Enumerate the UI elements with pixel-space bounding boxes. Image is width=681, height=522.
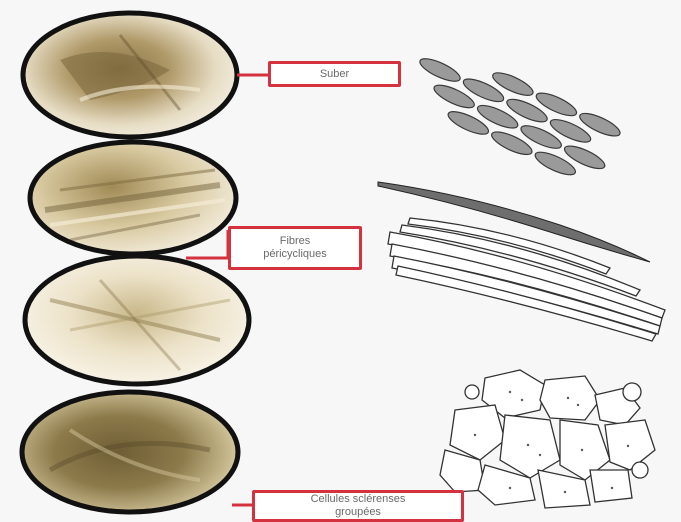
micrograph-fibres-1: [30, 142, 236, 254]
label-cellules-line1: Cellules sclérenses: [311, 493, 406, 506]
micrograph-cellules: [22, 392, 238, 512]
sclerenchyma-cells-drawing: [440, 370, 655, 508]
label-fibres: Fibres péricycliques: [228, 226, 362, 270]
label-fibres-line2: péricycliques: [263, 248, 327, 261]
fibre-bundle-drawing: [388, 218, 665, 341]
label-suber: Suber: [268, 61, 401, 87]
label-suber-text: Suber: [320, 68, 349, 81]
micrograph-suber: [23, 13, 237, 137]
label-fibres-line1: Fibres: [280, 235, 311, 248]
suber-cells-drawing: [402, 38, 623, 189]
label-cellules: Cellules sclérenses groupées: [252, 490, 464, 522]
micrograph-fibres-2: [25, 256, 249, 384]
label-cellules-line2: groupées: [335, 506, 381, 519]
